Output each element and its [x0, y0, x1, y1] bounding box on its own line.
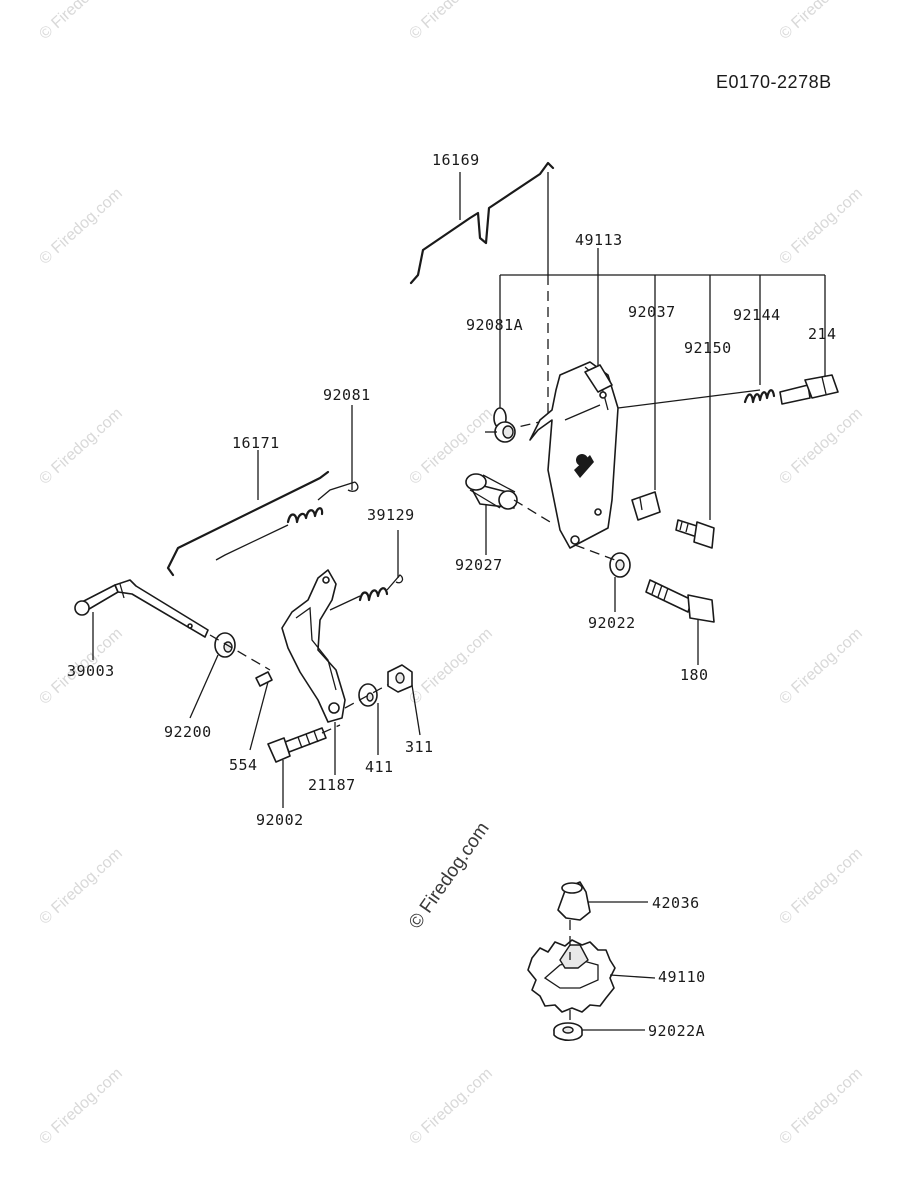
part-92037-clip[interactable] [631, 491, 661, 521]
axis-92002 [321, 724, 341, 734]
watermark: © Firedog.com [776, 1065, 866, 1148]
part-92200-washer[interactable] [214, 632, 236, 658]
leader-49110 [609, 974, 656, 979]
label-92200[interactable]: 92200 [164, 723, 212, 741]
label-92037[interactable]: 92037 [628, 303, 676, 321]
watermark: © Firedog.com [36, 185, 126, 268]
part-92002-bolt[interactable] [267, 727, 327, 763]
diagram-code: E0170-2278B [716, 72, 832, 92]
label-311[interactable]: 311 [405, 738, 434, 756]
part-21187-throttle-lever[interactable] [281, 569, 346, 723]
label-214[interactable]: 214 [808, 325, 837, 343]
part-16171-rod[interactable] [166, 470, 330, 577]
watermark-layer: © Firedog.com © Firedog.com © Firedog.co… [36, 0, 866, 1148]
label-42036[interactable]: 42036 [652, 894, 700, 912]
part-92081-spring[interactable] [215, 481, 359, 561]
part-92027-collar[interactable] [465, 473, 518, 510]
label-180[interactable]: 180 [680, 666, 709, 684]
part-16169-rod[interactable] [409, 161, 555, 285]
label-92027[interactable]: 92027 [455, 556, 503, 574]
watermark: © Firedog.com [36, 1065, 126, 1148]
part-554-pin[interactable] [255, 671, 273, 687]
watermark: © Firedog.com [776, 625, 866, 708]
part-92150-bolt[interactable] [675, 519, 715, 549]
watermark-center: © Firedog.com [405, 819, 494, 933]
part-92144-spring[interactable] [743, 389, 776, 404]
part-49113-control-plate[interactable] [529, 361, 619, 549]
label-92150[interactable]: 92150 [684, 339, 732, 357]
label-92002[interactable]: 92002 [256, 811, 304, 829]
label-39129[interactable]: 39129 [367, 506, 415, 524]
watermark: © Firedog.com [406, 625, 496, 708]
part-39129-spring[interactable] [329, 574, 404, 611]
part-92081A-spring[interactable] [485, 407, 516, 443]
part-39003-lever[interactable] [74, 579, 209, 638]
leader-311 [411, 684, 421, 736]
label-92081A[interactable]: 92081A [466, 316, 523, 334]
label-39003[interactable]: 39003 [67, 662, 115, 680]
watermark: © Firedog.com [776, 0, 866, 43]
watermark: © Firedog.com [776, 185, 866, 268]
part-214-bolt[interactable] [779, 374, 839, 405]
label-16169[interactable]: 16169 [432, 151, 480, 169]
watermark: © Firedog.com [406, 1065, 496, 1148]
part-42036-cap[interactable] [557, 881, 591, 921]
label-92081[interactable]: 92081 [323, 386, 371, 404]
label-92022A[interactable]: 92022A [648, 1022, 705, 1040]
label-411[interactable]: 411 [365, 758, 394, 776]
part-411-washer[interactable] [358, 683, 378, 707]
axis-92022 [574, 544, 616, 561]
label-16171[interactable]: 16171 [232, 434, 280, 452]
part-92022A-washer[interactable] [553, 1022, 583, 1042]
part-92022-washer[interactable] [609, 552, 631, 578]
label-554[interactable]: 554 [229, 756, 258, 774]
axis-shaft [209, 634, 271, 671]
leader-plate-92144 [617, 389, 761, 409]
assembly-bracket-upper [499, 172, 826, 520]
label-49110[interactable]: 49110 [658, 968, 706, 986]
watermark: © Firedog.com [36, 845, 126, 928]
part-311-nut[interactable] [387, 664, 413, 693]
watermark: © Firedog.com [776, 845, 866, 928]
watermark: © Firedog.com [36, 0, 126, 43]
part-49110-governor-gear[interactable] [527, 920, 616, 1013]
watermark: © Firedog.com [406, 0, 496, 43]
watermark: © Firedog.com [36, 405, 126, 488]
axis-92027 [513, 499, 556, 526]
label-21187[interactable]: 21187 [308, 776, 356, 794]
label-49113[interactable]: 49113 [575, 231, 623, 249]
part-180-bolt[interactable] [645, 579, 715, 623]
watermark: © Firedog.com [776, 405, 866, 488]
label-92144[interactable]: 92144 [733, 306, 781, 324]
leader-554 [249, 681, 269, 751]
label-92022[interactable]: 92022 [588, 614, 636, 632]
leader-92200 [189, 654, 219, 719]
